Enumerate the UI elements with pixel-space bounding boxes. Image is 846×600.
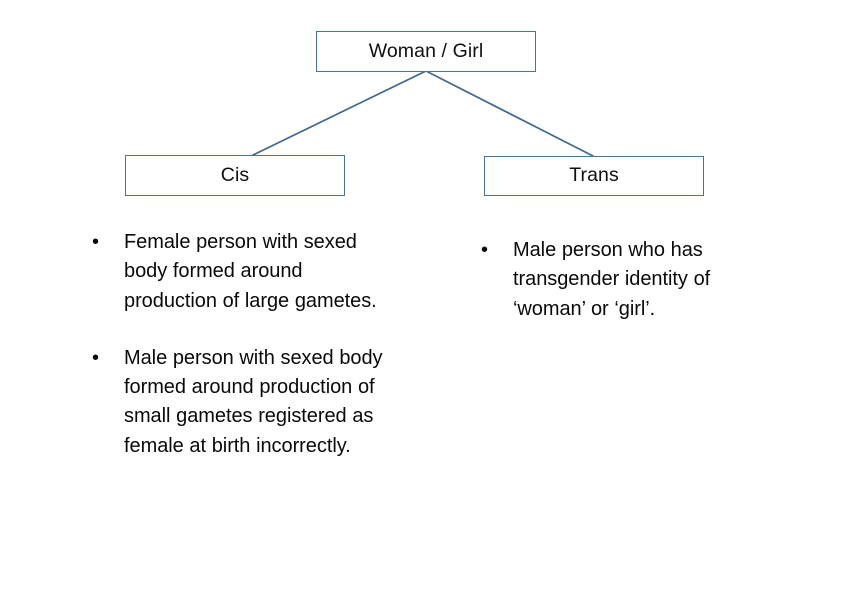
list-item-text: Female person with sexed body formed aro… [124, 231, 377, 312]
cis-description-list: • Female person with sexed body formed a… [86, 228, 396, 489]
bullet-point-icon: • [92, 231, 99, 253]
list-item: • Female person with sexed body formed a… [86, 228, 396, 316]
node-woman-girl-label: Woman / Girl [368, 39, 484, 62]
trans-description-list: • Male person who has transgender identi… [475, 236, 730, 352]
list-item-text: Male person with sexed body formed aroun… [124, 346, 383, 457]
list-item: • Male person who has transgender identi… [475, 236, 730, 324]
node-woman-girl[interactable]: Woman / Girl [316, 31, 536, 72]
connector-root-to-cis [252, 70, 427, 156]
node-trans-label: Trans [569, 164, 619, 187]
bullet-point-icon: • [481, 239, 488, 261]
bullet-point-icon: • [92, 346, 99, 369]
node-cis[interactable]: Cis [125, 155, 345, 196]
node-trans[interactable]: Trans [484, 156, 704, 196]
node-cis-label: Cis [220, 163, 250, 186]
list-item-text: Male person who has transgender identity… [513, 239, 711, 320]
list-item: • Male person with sexed body formed aro… [86, 344, 396, 461]
connector-root-to-trans [425, 70, 594, 157]
